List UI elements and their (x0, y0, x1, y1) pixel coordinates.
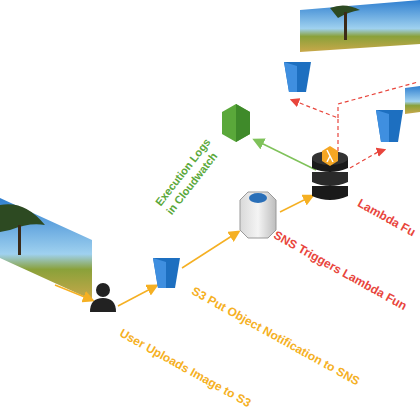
photo-right (300, 0, 420, 114)
flow-arrow (55, 285, 92, 300)
head (96, 283, 110, 297)
flow-arrow (280, 196, 312, 212)
photo (300, 0, 420, 52)
bucket-side (376, 110, 389, 142)
s3-bucket (376, 110, 403, 142)
body (90, 298, 116, 312)
s3-bucket (153, 258, 180, 288)
user-icon (90, 283, 116, 312)
bucket-side (153, 258, 166, 288)
bucket-side (284, 62, 297, 92)
flow-arrow (182, 232, 238, 268)
lambda-layer (312, 172, 348, 186)
bucket-body (153, 258, 180, 288)
flow-label: SNS Triggers Lambda Fun (271, 228, 409, 313)
cloudwatch-icon (222, 104, 250, 142)
photo (405, 86, 420, 114)
lambda-icon (312, 146, 348, 200)
cloudwatch-body (222, 104, 250, 142)
flow-label: Lambda Fu (355, 196, 418, 239)
lambda-glyph (327, 150, 333, 162)
sns-icon (240, 192, 276, 238)
sns-badge (249, 193, 267, 203)
bucket-body (284, 62, 311, 92)
trunk (344, 12, 347, 40)
lambda-layer (312, 186, 348, 200)
bucket-body (376, 110, 403, 142)
flow-label: Execution Logs in Cloudwatch (152, 129, 229, 217)
lambda-badge (322, 146, 338, 166)
flow-label: S3 Put Object Notification to SNS (189, 284, 362, 388)
s3-bucket (284, 62, 311, 92)
photo-left (0, 198, 92, 300)
sns-cylinder (240, 192, 276, 238)
trunk (18, 225, 21, 255)
flow-arrow (118, 286, 156, 306)
flow-label: User Uploads Image to S3 (117, 326, 253, 410)
log-arrow (255, 140, 316, 170)
cloudwatch-side (236, 104, 250, 142)
output-arrow (350, 150, 384, 168)
tree (0, 204, 45, 232)
photo (0, 198, 92, 300)
